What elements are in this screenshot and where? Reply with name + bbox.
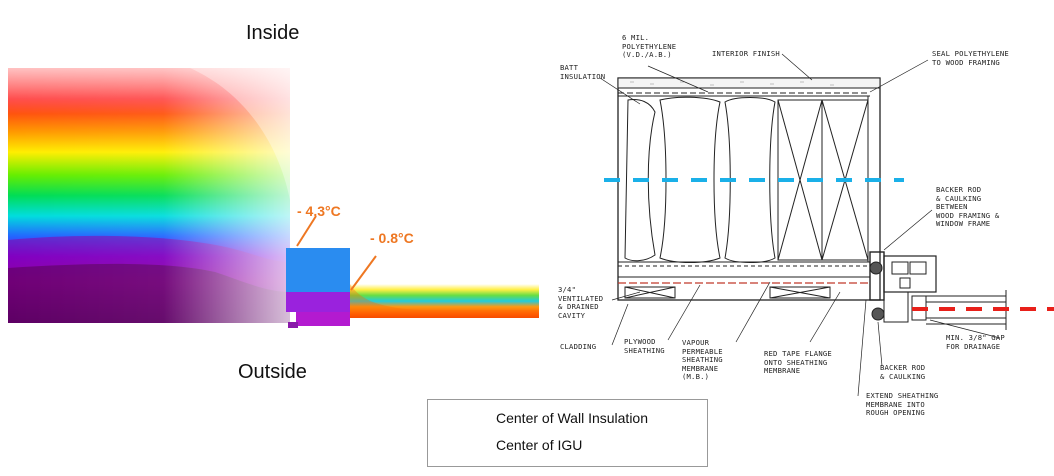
- strapping-2: [769, 286, 831, 299]
- annotation-vapour-permeable: VAPOUR PERMEABLE SHEATHING MEMBRANE (M.B…: [682, 338, 723, 382]
- annotation-extend-membrane: EXTEND SHEATHING MEMBRANE INTO ROUGH OPE…: [866, 391, 939, 418]
- window-frame-jamb: [869, 251, 885, 301]
- legend-label: Center of IGU: [496, 437, 583, 453]
- annotation-drainage-gap: MIN. 3/8" GAP FOR DRAINAGE: [946, 333, 1005, 351]
- annotation-batt-insulation: BATT INSULATION: [560, 63, 606, 81]
- inside-label: Inside: [246, 22, 300, 44]
- annotation-polyethylene: 6 MIL. POLYETHYLENE (V.D./A.B.): [622, 33, 677, 60]
- batt-pillow-2: [659, 96, 721, 263]
- annotation-plywood-sheathing: PLYWOOD SHEATHING: [624, 337, 665, 355]
- thermal-image: [8, 68, 539, 328]
- glass-temperature: - 0.8°C: [370, 230, 414, 246]
- thermal-frame-sill: [296, 312, 350, 326]
- outside-label: Outside: [238, 361, 307, 383]
- construction-detail: [599, 53, 1054, 397]
- window-frame-profile: [883, 255, 937, 293]
- thermal-frame-lower: [286, 292, 350, 312]
- legend: Center of Wall Insulation Center of IGU: [427, 399, 708, 467]
- backer-rod-bottom: [871, 307, 885, 321]
- strapping-1: [624, 286, 676, 299]
- window-frame-lower: [883, 291, 909, 323]
- annotation-seal-polyethylene: SEAL POLYETHYLENE TO WOOD FRAMING: [932, 49, 1009, 67]
- batt-pillow-1: [624, 99, 656, 262]
- annotation-backer-rod-top: BACKER ROD & CAULKING BETWEEN WOOD FRAMI…: [936, 185, 1000, 229]
- legend-item-igu: Center of IGU: [486, 435, 582, 455]
- legend-label: Center of Wall Insulation: [496, 410, 648, 426]
- annotation-interior-finish: INTERIOR FINISH: [712, 49, 780, 58]
- annotation-red-tape: RED TAPE FLANGE ONTO SHEATHING MEMBRANE: [764, 349, 832, 376]
- batt-pillow-3: [724, 97, 776, 263]
- annotation-cladding: CLADDING: [560, 342, 597, 351]
- legend-item-wall-insulation: Center of Wall Insulation: [486, 408, 648, 428]
- thermal-glass: [350, 284, 539, 322]
- frame-temp-leader: [296, 215, 317, 247]
- thermal-frame-block: [286, 248, 350, 292]
- frame-temperature: - 4.3°C: [297, 203, 341, 219]
- wall-section-outline: [617, 77, 881, 301]
- annotation-ventilated-cavity: 3/4" VENTILATED & DRAINED CAVITY: [558, 285, 604, 320]
- annotation-backer-rod-bottom: BACKER ROD & CAULKING: [880, 363, 926, 381]
- backer-rod-top: [869, 261, 883, 275]
- glass-temp-leader: [350, 255, 377, 291]
- thermal-glass-edge: [350, 318, 539, 323]
